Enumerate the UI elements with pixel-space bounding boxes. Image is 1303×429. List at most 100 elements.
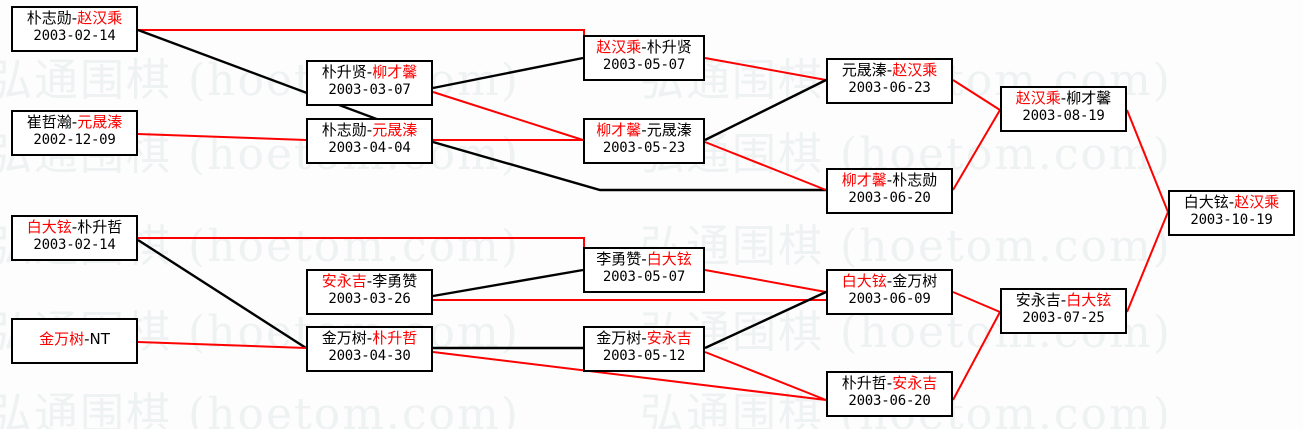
match-date: 2003-05-07 [602,268,686,285]
player-one: 朴升哲 [841,374,887,392]
player-two: 元晟溱 [646,121,692,139]
watermark-text: 弘通围棋 (hoetom.com) [0,55,520,106]
player-one: 李勇赞 [596,250,642,268]
player-one: 金万树 [596,329,642,347]
bracket-line [704,290,827,350]
player-one: 朴志勋 [321,121,367,139]
match-players: 金万树-NT [17,322,132,357]
match-date: 2002-12-09 [33,131,116,148]
player-separator: - [641,250,647,268]
bracket-line [704,78,827,142]
player-one: 元晟溱 [841,61,887,79]
player-two: 李勇赞 [372,272,418,290]
match-players: 朴升贤-柳才馨 [312,63,427,82]
match-date: 2003-06-20 [848,392,931,409]
player-two: 朴升哲 [77,218,123,236]
player-separator: - [641,329,647,347]
bracket-line [704,269,827,293]
player-one: 柳才馨 [596,121,642,139]
bracket-line [952,311,1001,401]
match-date: 2003-03-07 [328,81,411,98]
match-date: 2003-06-09 [848,290,931,307]
match-players: 柳才馨-朴志勋 [832,171,947,190]
bracket-line [138,237,585,271]
player-one: 朴升贤 [321,63,367,81]
player-two: 安永吉 [646,329,692,347]
match-players: 朴志勋-元晟溱 [312,121,427,140]
match-date: 2003-06-20 [848,189,931,206]
bracket-line [704,351,827,401]
match-date: 2003-10-19 [1190,211,1273,228]
player-two: 白大铉 [1066,291,1112,309]
player-separator: - [366,329,373,347]
watermark-text: 弘通围棋 (hoetom.com) [640,221,1172,272]
player-one: 安永吉 [321,272,367,290]
player-separator: - [71,9,78,27]
player-one: 白大铉 [841,272,887,290]
bracket-line [432,91,584,141]
bracket-line [432,268,584,298]
match-date: 2003-02-14 [33,236,116,253]
match-date: 2003-02-14 [33,27,116,44]
bracket-line [952,291,1001,313]
match-players: 金万树-安永吉 [589,329,699,348]
player-one: 白大铉 [26,218,72,236]
match-players: 白大铉-朴升哲 [17,218,132,237]
match-players: 崔哲瀚-元晟溱 [17,113,132,132]
player-separator: - [886,61,893,79]
player-separator: - [886,374,893,392]
player-separator: - [71,113,78,131]
bracket-line [1126,211,1169,313]
player-one: 金万树 [39,330,85,348]
player-two: 朴志勋 [892,171,938,189]
player-two: 元晟溱 [77,113,123,131]
player-two: 安永吉 [892,374,938,392]
bracket-line [137,133,307,141]
match-players: 安永吉-白大铉 [1006,291,1121,310]
player-two: 元晟溱 [372,121,418,139]
bracket-line [952,79,1001,111]
player-two: 赵汉乘 [77,9,123,27]
match-players: 朴志勋-赵汉乘 [17,9,132,28]
match-node[interactable]: 金万树-NT [11,318,138,364]
match-date: 2003-06-23 [848,79,931,96]
player-separator: - [84,330,90,348]
player-one: 赵汉乘 [1015,89,1061,107]
match-players: 安永吉-李勇赞 [312,272,427,291]
player-two: 柳才馨 [372,63,418,81]
match-date: 2003-07-25 [1022,309,1105,326]
player-separator: - [366,272,373,290]
player-separator: - [1060,89,1067,107]
match-date: 2003-05-07 [602,56,686,73]
match-players: 元晟溱-赵汉乘 [832,61,947,80]
match-players: 赵汉乘-朴升贤 [589,38,699,57]
match-players: 白大铉-赵汉乘 [1174,193,1289,212]
player-two: NT [89,330,110,348]
player-one: 崔哲瀚 [26,113,72,131]
match-date: 2003-08-19 [1022,107,1105,124]
player-two: 白大铉 [646,250,692,268]
player-two: 赵汉乘 [1234,193,1280,211]
match-date: 2003-04-30 [328,347,411,364]
bracket-line [137,238,307,350]
bracket-line [704,141,827,191]
